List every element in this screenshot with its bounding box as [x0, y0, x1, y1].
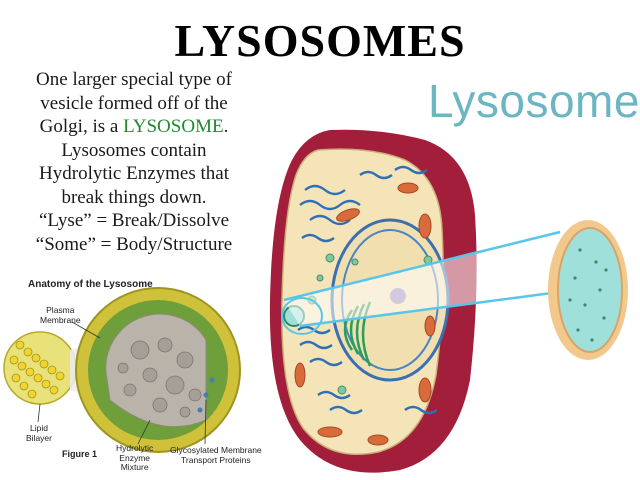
- lipid-heads: [9, 340, 65, 399]
- mitochondria: [294, 182, 436, 446]
- label-lipid-bilayer: Lipid Bilayer: [26, 423, 52, 443]
- body-line-part: Golgi, is a: [39, 116, 124, 137]
- lysosome-zoomed-inner: [557, 227, 623, 353]
- body-line: “Lyse” = Break/Dissolve: [38, 210, 230, 231]
- zoom-beam-edge: [283, 230, 561, 302]
- body-text: One larger special type of vesicle forme…: [6, 68, 262, 256]
- label-line: Bilayer: [26, 432, 52, 443]
- label-line: Hydrolytic: [116, 443, 154, 453]
- body-line: Lysosomes contain: [61, 139, 207, 161]
- figure-leader-lines: [37, 321, 207, 445]
- label-line: Plasma: [46, 305, 75, 315]
- lysosome-highlight: LYSOSOME: [123, 116, 224, 137]
- body-line: Hydrolytic Enzymes that: [39, 163, 229, 184]
- body-line: “Some” = Body/Structure: [35, 233, 233, 255]
- label-hydrolytic-enzyme: Hydrolytic Enzyme Mixture: [116, 443, 154, 473]
- body-line: vesicle formed off of the: [40, 92, 228, 114]
- lysosome-enzyme-dots: [568, 248, 608, 342]
- label-line: Mixture: [120, 462, 149, 472]
- beam-highlight-ring: [281, 297, 323, 335]
- label-line: Transport Proteins: [181, 454, 251, 465]
- figure-title: Anatomy of the Lysosome: [28, 279, 153, 290]
- endoplasmic-reticulum: [297, 165, 438, 415]
- zoom-beam-edge: [299, 288, 576, 328]
- body-line: Golgi, is a LYSOSOME.: [6, 115, 262, 139]
- body-line-part: .: [223, 116, 229, 137]
- label-line: Enzyme: [119, 452, 151, 463]
- label-glycosylated-proteins: Glycosylated Membrane Transport Proteins: [170, 445, 262, 465]
- label-line: Lipid: [30, 423, 48, 433]
- label-line: Membrane: [40, 314, 81, 325]
- zoom-beam: [284, 230, 574, 326]
- lysosome-cutaway: [105, 313, 207, 428]
- label-line: Glycosylated Membrane: [170, 445, 262, 455]
- lysosome-label: Lysosome: [428, 75, 640, 127]
- enzyme-granules: [117, 337, 202, 418]
- slide-title: LYSOSOMES: [174, 15, 466, 66]
- body-line: break things down.: [61, 186, 207, 208]
- figure-caption: Figure 1: [62, 449, 98, 459]
- lipid-bilayer-detail: [3, 331, 77, 405]
- glycoprotein-dots: [197, 377, 215, 413]
- vesicles: [307, 253, 433, 395]
- label-plasma-membrane: Plasma Membrane: [40, 305, 81, 325]
- body-line: One larger special type of: [36, 69, 232, 90]
